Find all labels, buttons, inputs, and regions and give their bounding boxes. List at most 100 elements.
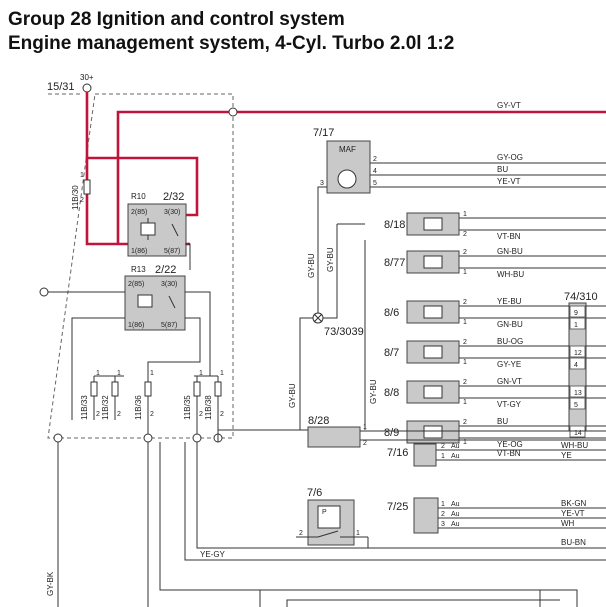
valve-wire-b-8-7: GY-YE: [497, 360, 521, 369]
relay-r10-contact: [147, 218, 179, 240]
valve-coil-8-8: [423, 385, 443, 399]
valve-id-8-6: 8/6: [384, 307, 399, 319]
maf-id: 7/17: [313, 127, 334, 139]
relay-r13-contact: [168, 295, 176, 309]
valve-wire-b-8-18: VT-BN: [497, 232, 521, 241]
valve-coil-8-77: [423, 255, 443, 269]
pos-sensor-725: [413, 497, 439, 534]
fuse-11b30-label: 11B/30: [71, 185, 80, 210]
splice-left: [39, 287, 49, 297]
valve-id-8-7: 8/7: [384, 347, 399, 359]
fuse-11b32-pin2: 2: [117, 411, 121, 418]
page-subtitle: Engine management system, 4-Cyl. Turbo 2…: [8, 33, 455, 54]
valve-wires-8-77: [459, 255, 606, 269]
valve-pin-b-8-7: 1: [463, 359, 467, 366]
valve-wires-8-18: [459, 217, 606, 231]
power-wire: [85, 92, 199, 217]
fuse-label-11b35: 11B/35: [183, 395, 192, 420]
terminal-30: [82, 83, 92, 93]
valve-828-wires: [360, 430, 606, 441]
maf-pin-5: 5: [373, 180, 377, 187]
wire-label-ye: YE: [561, 451, 572, 460]
connector-pin-box-4: [569, 357, 586, 370]
wire-r10-87: [185, 243, 191, 270]
fuse-11b38-pin2: 2: [220, 411, 224, 418]
relay-r13-pin-30: 3(30): [161, 281, 177, 288]
wire-label-ye-gy: YE-GY: [200, 550, 226, 559]
relay-r10-name: R10: [131, 192, 146, 201]
wire-label-gy-bu-2: GY-BU: [326, 247, 335, 272]
relay-r10-feed: [85, 158, 131, 246]
wire-down-3: [196, 442, 606, 549]
fuse-box-outline: [47, 93, 234, 439]
wire-label-wh: WH: [561, 519, 575, 528]
wire-label-bu: BU: [497, 165, 508, 174]
connector-pin-1: 1: [574, 322, 578, 329]
wire-label-ye-vt-2: YE-VT: [561, 509, 585, 518]
fuse-11b32: [111, 381, 119, 397]
relay-r13-coil: [137, 294, 153, 308]
valve-pin-b-8-18: 2: [463, 231, 467, 238]
valve-pin-a-8-6: 2: [463, 299, 467, 306]
temp-pin-2: 2: [441, 443, 445, 450]
maf-pin-4: 4: [373, 168, 377, 175]
relay-r13-pin-85: 2(85): [128, 281, 144, 288]
relay-r10-coil: [140, 222, 156, 236]
fuse-11b38-pin1: 1: [220, 370, 224, 377]
pos-au-1: Au: [451, 501, 460, 508]
valve-wire-b-8-77: WH-BU: [497, 270, 524, 279]
wire-gy-bu-c: [337, 223, 366, 430]
fuse-11b30-pin1: 1: [80, 172, 84, 179]
bottom-frame: [259, 589, 578, 607]
connector-pin-box-12: [569, 345, 586, 358]
temp-sensor-id: 7/16: [387, 447, 408, 459]
fuse-11b38: [214, 381, 222, 397]
wire-r13-30: [185, 291, 211, 376]
valve-wire-c-8-9: VT-BN: [497, 449, 521, 458]
pos-pin-1: 1: [441, 501, 445, 508]
switch-wires: [296, 530, 368, 538]
valve-828: [307, 426, 361, 448]
wire-label-gy-og: GY-OG: [497, 153, 523, 162]
connector-pin-4: 4: [574, 362, 578, 369]
relay-r10-pin-86: 1(86): [131, 248, 147, 255]
relay-r13: [124, 275, 186, 331]
valve-pin-a-8-8: 2: [463, 379, 467, 386]
pos-au-2: Au: [451, 511, 460, 518]
valve-828-pin-a: 1: [363, 424, 367, 431]
wire-label-ye-vt: YE-VT: [497, 177, 521, 186]
wire-ye-gy: [184, 442, 606, 561]
fuse-leads: [93, 376, 219, 438]
connector-pin-12: 12: [574, 350, 582, 357]
wire-gy-bu-b: [318, 224, 338, 319]
relay-r10-pin-85: 2(85): [131, 209, 147, 216]
valve-wire-b-8-6: GN-BU: [497, 320, 523, 329]
switch-pin-1: 1: [356, 530, 360, 537]
relay-r10: [127, 203, 187, 257]
area-label: 15/31: [47, 81, 75, 93]
fuse-label-11b33: 11B/33: [80, 395, 89, 420]
valve-pin-a-8-7: 2: [463, 339, 467, 346]
valve-wire-b-8-9: YE-OG: [497, 440, 523, 449]
fuse-label-11b32: 11B/32: [101, 395, 110, 420]
feed-wire-gy-vt: [116, 110, 606, 244]
fuse-11b36-pin1: 1: [150, 370, 154, 377]
fuse-label-11b36: 11B/36: [134, 395, 143, 420]
fuse-11b30-pin2: 2: [80, 197, 84, 204]
relay-r13-id: 2/22: [155, 264, 176, 276]
valve-pin-b-8-9: 1: [463, 439, 467, 446]
page-title: Group 28 Ignition and control system: [8, 9, 345, 30]
valve-828-pin-b: 2: [363, 440, 367, 447]
splice-cross: [313, 313, 323, 323]
pos-pin-3: 3: [441, 521, 445, 528]
relay-r10-id: 2/32: [163, 191, 184, 203]
wire-r13-87: [147, 317, 201, 376]
switch-id: 7/6: [307, 487, 322, 499]
wire-label-bk-gn: BK-GN: [561, 499, 587, 508]
valve-pin-b-8-77: 1: [463, 269, 467, 276]
valve-pin-a-8-9: 2: [463, 419, 467, 426]
connector-id: 74/310: [564, 291, 598, 303]
pos-pin-2: 2: [441, 511, 445, 518]
wire-label-bu-bn: BU-BN: [561, 538, 586, 547]
